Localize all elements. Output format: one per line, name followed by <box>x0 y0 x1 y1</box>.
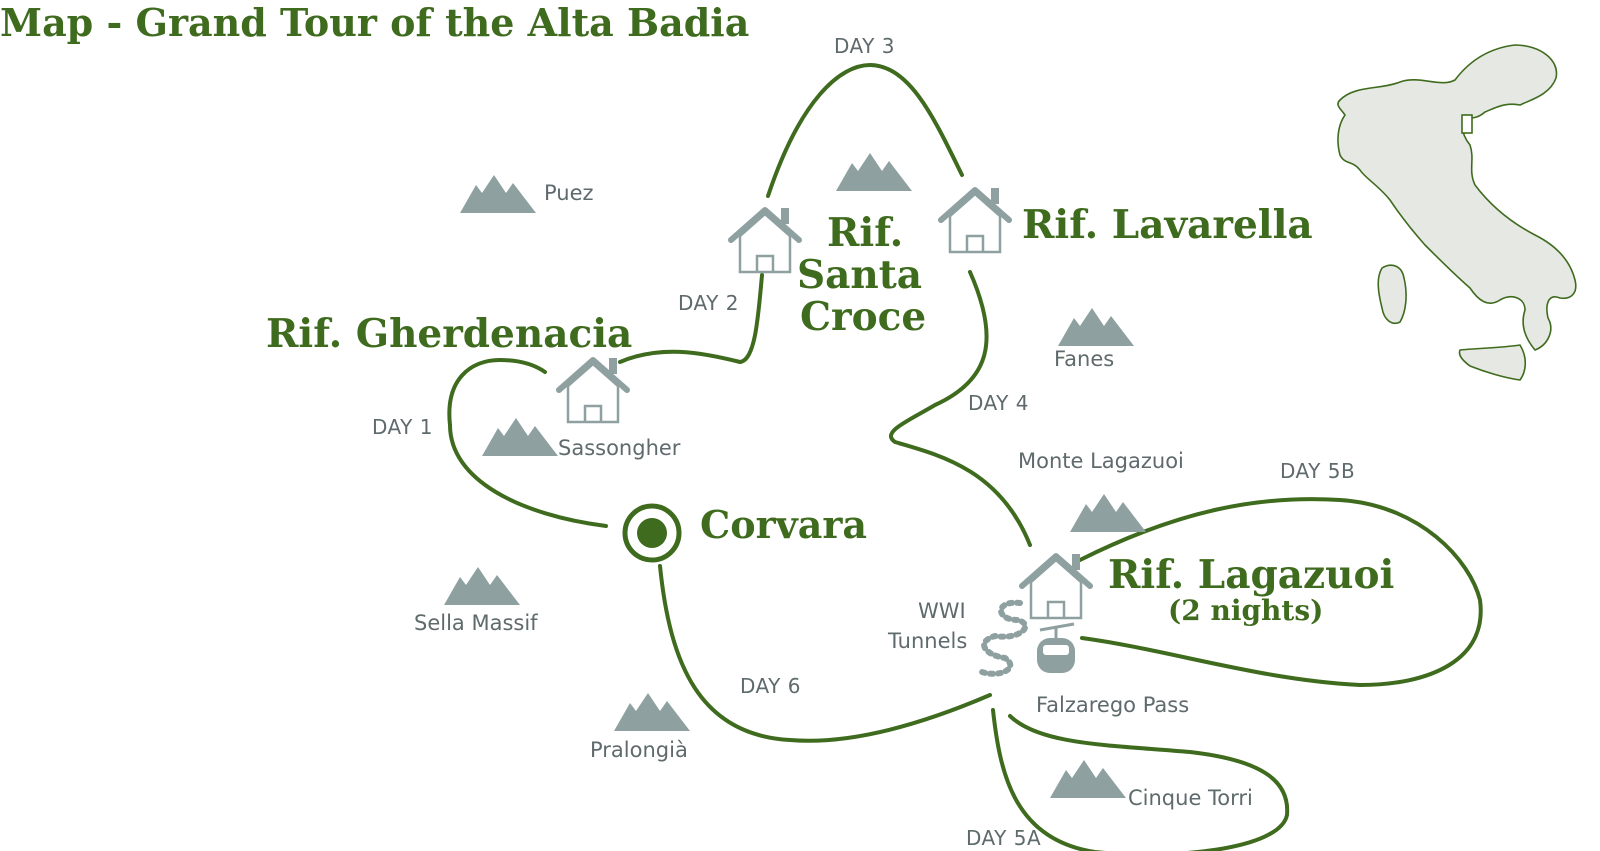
route-day-3 <box>766 63 964 198</box>
mountain-icon <box>460 175 536 213</box>
mountain-icon <box>836 153 912 191</box>
day-label-1: DAY 1 <box>372 415 433 439</box>
place-label-sassongher: Sassongher <box>558 436 681 460</box>
region-highlight-box <box>1461 114 1473 134</box>
day-label-5b: DAY 5B <box>1280 459 1355 483</box>
start-marker-icon <box>622 503 682 563</box>
italy-sicily <box>1458 344 1527 381</box>
route-day-6 <box>658 564 992 743</box>
route-lines <box>447 63 1483 851</box>
mountain-icon <box>1050 760 1126 798</box>
route-day-1 <box>447 358 608 528</box>
italy-mainland <box>1337 44 1577 351</box>
place-label-monte-lagazuoi: Monte Lagazuoi <box>1018 449 1184 473</box>
hut-label-santa-croce-1: Rif. <box>827 210 903 256</box>
place-label-tunnels-2: Tunnels <box>887 629 967 653</box>
day-label-6: DAY 6 <box>740 674 801 698</box>
hut-label-lagazuoi-note: (2 nights) <box>1168 594 1323 627</box>
place-label-pralongia: Pralongià <box>590 738 688 762</box>
place-label-sella: Sella Massif <box>414 611 538 635</box>
place-label-cinque-torri: Cinque Torri <box>1128 786 1253 810</box>
hut-icon <box>941 188 1009 252</box>
mountain-icon <box>614 693 690 731</box>
mountain-icon <box>444 567 520 605</box>
mountain-icon <box>1058 308 1134 346</box>
italy-sardinia <box>1377 264 1407 324</box>
cable-car-icon <box>1037 622 1075 673</box>
day-label-2: DAY 2 <box>678 291 739 315</box>
tunnel-icon <box>979 599 1029 677</box>
hut-label-lavarella: Rif. Lavarella <box>1022 202 1313 248</box>
place-label-tunnels-1: WWI <box>918 599 966 623</box>
hut-icon <box>559 358 627 422</box>
mountain-icon <box>482 418 558 456</box>
map-title: Map - Grand Tour of the Alta Badia <box>0 0 749 45</box>
day-label-3: DAY 3 <box>834 34 895 58</box>
day-label-4: DAY 4 <box>968 391 1029 415</box>
hut-label-lagazuoi: Rif. Lagazuoi <box>1108 552 1394 598</box>
place-label-falzarego: Falzarego Pass <box>1036 693 1189 717</box>
hut-icon <box>1022 554 1090 618</box>
start-label: Corvara <box>700 502 867 547</box>
place-label-puez: Puez <box>544 181 594 205</box>
hut-label-gherdenacia: Rif. Gherdenacia <box>266 311 632 357</box>
route-day-5b <box>1078 497 1483 687</box>
italy-locator-map <box>1337 44 1577 381</box>
route-day-2 <box>618 273 764 364</box>
hut-label-santa-croce-3: Croce <box>800 294 926 340</box>
hut-label-santa-croce-2: Santa <box>797 252 922 298</box>
hut-icon <box>731 208 799 272</box>
mountain-icon <box>1070 494 1146 532</box>
day-label-5a: DAY 5A <box>966 826 1041 850</box>
route-day-4 <box>889 270 1032 547</box>
place-label-fanes: Fanes <box>1054 347 1114 371</box>
route-day-5a <box>991 708 1290 851</box>
